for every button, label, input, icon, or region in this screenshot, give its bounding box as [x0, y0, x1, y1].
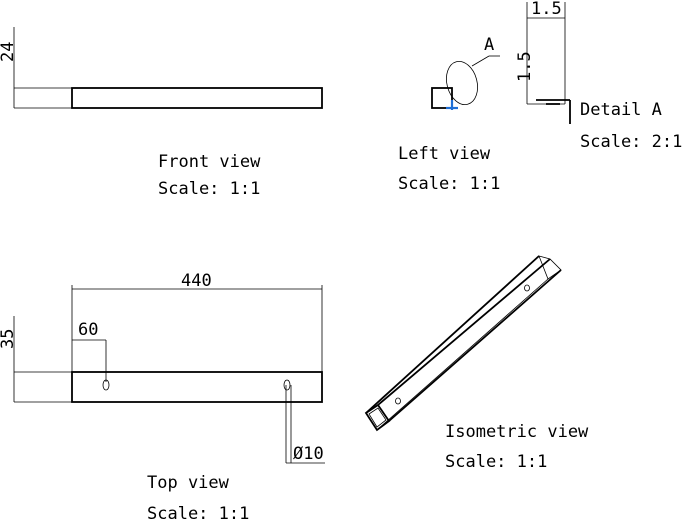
top-view: 440 60 35 Ø10 Top view Scale: 1:1 — [0, 271, 325, 521]
top-hole-right — [283, 379, 291, 391]
detail-leader — [471, 55, 490, 67]
top-height-dimension: 35 — [0, 329, 18, 349]
iso-end-inner — [368, 407, 387, 428]
front-view-title: Front view — [158, 152, 261, 172]
detail-circle — [446, 60, 478, 106]
top-bar-outline — [71, 371, 323, 403]
iso-edge-2 — [377, 258, 551, 406]
top-hole-left — [102, 379, 110, 391]
detail-side-dimension: 1.5 — [515, 51, 535, 82]
isometric-view-scale: Scale: 1:1 — [445, 452, 547, 472]
left-view-scale: Scale: 1:1 — [398, 174, 500, 194]
detail-marker-label: A — [484, 35, 494, 55]
top-length-dimension: 440 — [181, 271, 212, 291]
isometric-view-title: Isometric view — [445, 422, 589, 442]
detail-view-title: Detail A — [580, 100, 662, 120]
iso-edge-3 — [388, 269, 562, 422]
front-view-scale: Scale: 1:1 — [158, 179, 260, 199]
isometric-view: Isometric view Scale: 1:1 — [364, 255, 589, 472]
iso-far-end — [538, 255, 562, 280]
iso-edge-4 — [376, 278, 549, 431]
left-section-outline — [431, 87, 453, 109]
detail-view: 1.5 1.5 Detail A Scale: 2:1 — [515, 0, 682, 152]
front-bar-outline — [71, 87, 323, 109]
detail-view-scale: Scale: 2:1 — [580, 132, 682, 152]
iso-hole-near — [395, 397, 401, 405]
detail-top-dimension: 1.5 — [531, 0, 562, 19]
iso-edge-1 — [365, 255, 540, 414]
left-view-title: Left view — [398, 144, 491, 164]
top-view-title: Top view — [147, 473, 230, 493]
front-view: 24 Front view Scale: 1:1 — [0, 27, 323, 199]
top-diameter-dimension: Ø10 — [293, 444, 324, 464]
front-height-dimension: 24 — [0, 42, 18, 62]
left-view: A Left view Scale: 1:1 — [398, 35, 500, 194]
top-hole-offset-dimension: 60 — [78, 320, 98, 340]
iso-hole-far — [524, 284, 530, 292]
top-view-scale: Scale: 1:1 — [147, 504, 249, 521]
